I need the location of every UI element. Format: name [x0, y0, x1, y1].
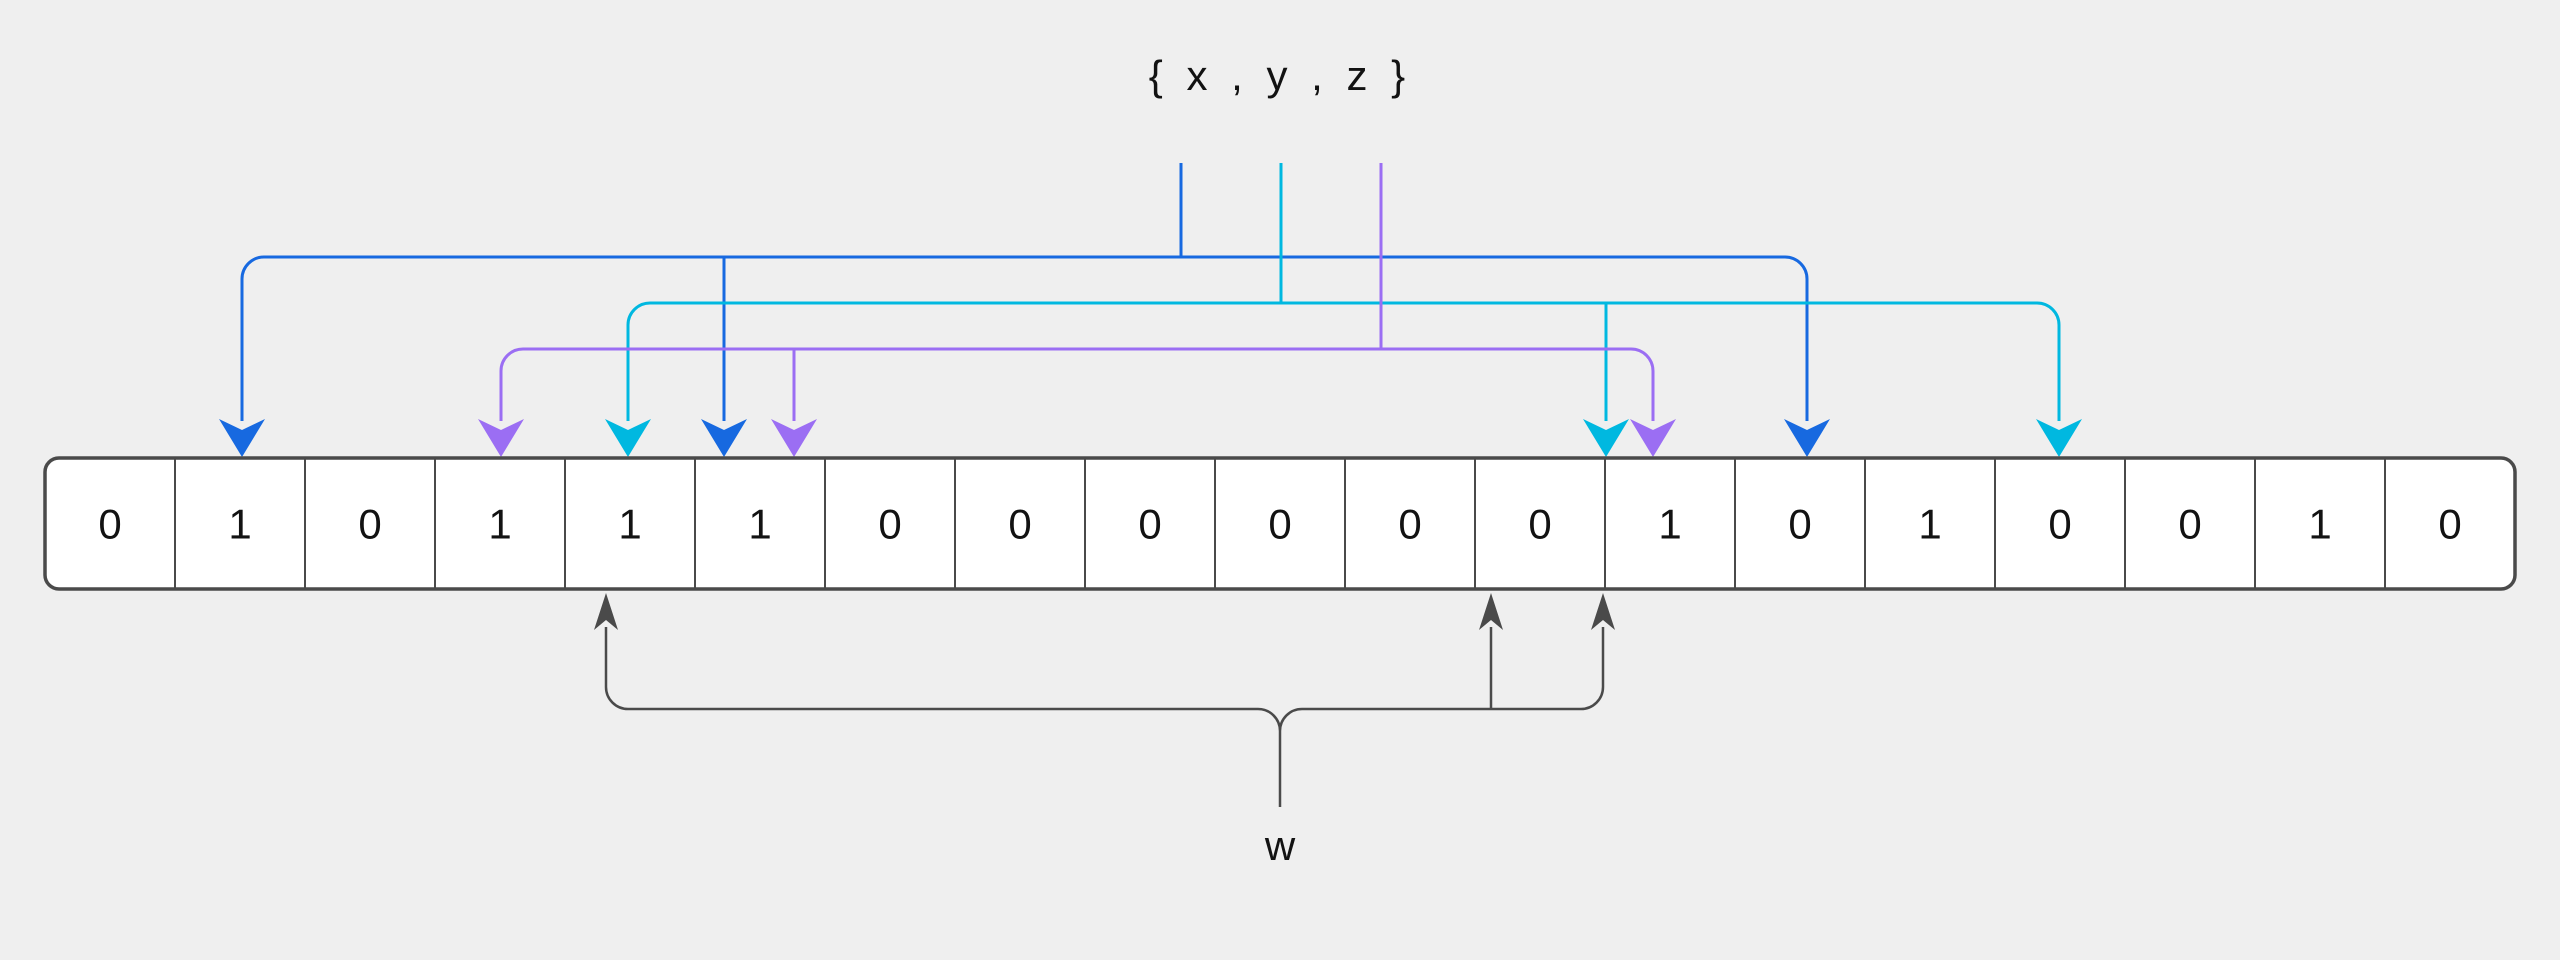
bit-cell[interactable]: 1	[2308, 501, 2331, 548]
bit-cell[interactable]: 0	[1788, 501, 1811, 548]
bit-cell[interactable]: 0	[1008, 501, 1031, 548]
bit-cell[interactable]: 1	[1918, 501, 1941, 548]
set-label: { x , y , z }	[1149, 52, 1411, 99]
bit-cell[interactable]: 0	[358, 501, 381, 548]
arrow-down-y-0	[605, 419, 651, 457]
arrow-down-y-2	[2036, 419, 2082, 457]
bit-cell[interactable]: 0	[1528, 501, 1551, 548]
bit-cell[interactable]: 1	[228, 501, 251, 548]
w-bracket-group	[594, 593, 1615, 807]
arrow-down-z-1	[771, 419, 817, 457]
bit-cell[interactable]: 0	[2048, 501, 2071, 548]
arrow-down-y-1	[1583, 419, 1629, 457]
arrow-down-x-1	[701, 419, 747, 457]
bit-cell[interactable]: 0	[2438, 501, 2461, 548]
arrow-down-z-2	[1630, 419, 1676, 457]
wire-bus-z	[499, 347, 1655, 372]
w-label: w	[1264, 822, 1296, 869]
variable-wires-group	[219, 163, 2082, 457]
arrow-up-w-2	[1591, 593, 1615, 630]
wire-bus-y	[626, 301, 2061, 326]
arrow-up-w-1	[1479, 593, 1503, 630]
variable-wire-y	[605, 163, 2082, 457]
wire-bus-x	[240, 255, 1809, 280]
variable-wire-z	[478, 163, 1676, 457]
bit-strip-outline	[43, 456, 2517, 591]
arrow-down-x-0	[219, 419, 265, 457]
bit-cell[interactable]: 0	[98, 501, 121, 548]
bit-cell[interactable]: 0	[2178, 501, 2201, 548]
bit-cell[interactable]: 1	[1658, 501, 1681, 548]
bit-cell[interactable]: 0	[1268, 501, 1291, 548]
w-bracket-bus	[604, 686, 1605, 732]
variable-wire-x	[219, 163, 1830, 457]
arrow-down-z-0	[478, 419, 524, 457]
arrow-down-x-2	[1784, 419, 1830, 457]
bit-strip-group: 0 1 0 1 1 1 0 0 0 0 0 0 1 0 1 0 0 1 0	[43, 456, 2517, 591]
arrow-up-w-0	[594, 593, 618, 630]
bit-cell[interactable]: 1	[748, 501, 771, 548]
bit-cell[interactable]: 1	[618, 501, 641, 548]
bit-strip-body	[45, 458, 2515, 589]
bit-cell[interactable]: 0	[1138, 501, 1161, 548]
bit-cell[interactable]: 0	[878, 501, 901, 548]
bit-cell[interactable]: 0	[1398, 501, 1421, 548]
bit-cell[interactable]: 1	[488, 501, 511, 548]
